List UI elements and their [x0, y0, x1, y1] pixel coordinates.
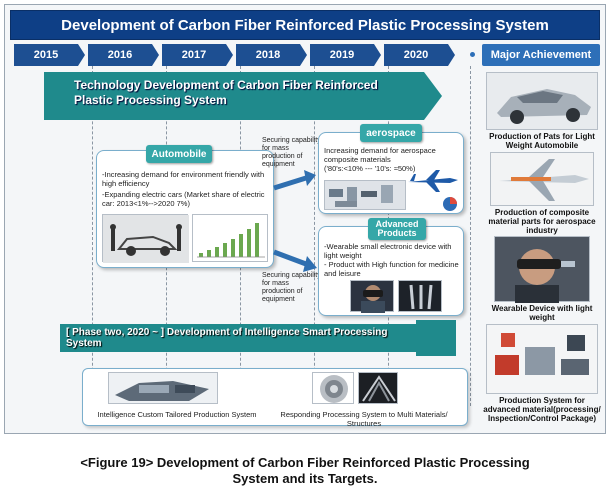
phase-two-banner: [ Phase two, 2020 ~ ] Development of Int…	[60, 324, 420, 352]
aerospace-line-1: Increasing demand for aerospace composit…	[324, 146, 436, 164]
airplane-icon	[406, 168, 460, 194]
medical-xray-image	[398, 280, 442, 312]
production-system-achievement-image	[486, 324, 598, 394]
technology-banner	[44, 72, 424, 120]
achievement-4: Production System for advanced material(…	[483, 396, 601, 423]
year-2015: 2015	[14, 44, 78, 66]
automobile-line-2: -Expanding electric cars (Market share o…	[102, 190, 265, 208]
achievement-2: Production of composite material parts f…	[488, 208, 596, 235]
advanced-products-line-2: - Product with High function for medicin…	[324, 260, 459, 278]
year-2020: 2020	[384, 44, 448, 66]
automobile-tag: Automobile	[146, 145, 212, 163]
bottom-left-caption: Intelligence Custom Tailored Production …	[97, 410, 257, 419]
year-arrow	[374, 44, 381, 66]
year-divider	[314, 66, 315, 406]
timeline-dot	[470, 52, 475, 57]
lightweight-car-image	[486, 72, 598, 130]
year-arrow	[448, 44, 455, 66]
year-divider	[470, 66, 471, 406]
technology-banner-arrow-tip	[424, 72, 442, 120]
year-arrow	[78, 44, 85, 66]
year-2018: 2018	[236, 44, 300, 66]
year-arrow	[152, 44, 159, 66]
advanced-products-line-1: -Wearable small electronic device with l…	[324, 242, 452, 260]
year-arrow	[300, 44, 307, 66]
pie-chart-icon	[442, 196, 458, 212]
aerospace-tag: aerospace	[360, 124, 422, 142]
material-microscope-image	[358, 372, 398, 404]
figure-caption: <Figure 19> Development of Carbon Fiber …	[80, 455, 530, 486]
major-achievement-header: Major Achievement	[482, 44, 600, 66]
securing-capability-bottom: Securing capability for mass production …	[262, 272, 321, 303]
aircraft-composite-image	[490, 152, 594, 206]
aircraft-parts-image	[324, 180, 406, 210]
production-system-image	[108, 372, 218, 404]
bottom-right-caption: Responding Processing System to Multi Ma…	[280, 410, 448, 428]
achievement-3: Wearable Device with light weight	[491, 304, 593, 322]
year-divider	[92, 66, 93, 406]
market-bar-chart-image	[192, 214, 268, 262]
year-2017: 2017	[162, 44, 226, 66]
diagram-title: Development of Carbon Fiber Reinforced P…	[10, 10, 600, 40]
technology-banner-text: Technology Development of Carbon Fiber R…	[74, 78, 378, 107]
year-2019: 2019	[310, 44, 374, 66]
securing-capability-top: Securing capability for mass production …	[262, 137, 321, 168]
wearable-device-image	[494, 236, 590, 303]
aerospace-line-2: ('80's:<10% --- '10's: ≈50%)	[324, 164, 416, 173]
advanced-products-tag: Advanced Products	[368, 218, 426, 240]
year-arrow	[226, 44, 233, 66]
phase-two-arrow-tail	[416, 320, 456, 356]
achievement-1: Production of Pats for Light Weight Auto…	[489, 132, 595, 150]
connector-arrows	[273, 170, 317, 272]
year-2016: 2016	[88, 44, 152, 66]
fiber-weave-disc-image	[312, 372, 354, 404]
automobile-line-1: -Increasing demand for environment frien…	[102, 170, 265, 188]
vr-headset-image	[350, 280, 394, 313]
car-frame-image	[102, 214, 189, 263]
